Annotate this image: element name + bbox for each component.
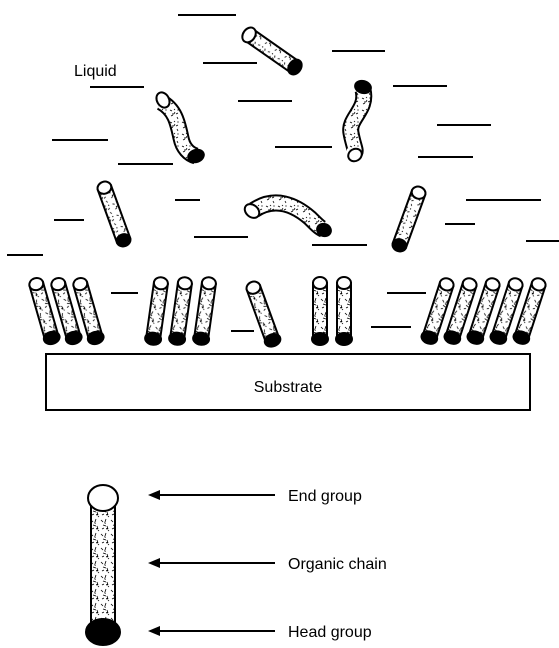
legend-organic-chain: Organic chain — [288, 556, 387, 573]
head-group-icon — [86, 619, 120, 645]
molecule — [346, 79, 372, 164]
molecule — [391, 185, 427, 254]
legend-arrows — [148, 490, 275, 636]
floating-molecules — [96, 25, 427, 253]
molecule — [96, 180, 132, 249]
legend-molecule — [86, 485, 120, 645]
legend-head-group: Head group — [288, 624, 372, 641]
monolayer — [27, 276, 548, 349]
legend-end-group: End group — [288, 488, 362, 505]
liquid-label: Liquid — [74, 63, 117, 80]
molecule — [242, 201, 333, 238]
end-group-icon — [88, 485, 118, 511]
molecule — [240, 25, 305, 77]
substrate-label: Substrate — [254, 379, 323, 396]
molecule — [154, 90, 206, 164]
